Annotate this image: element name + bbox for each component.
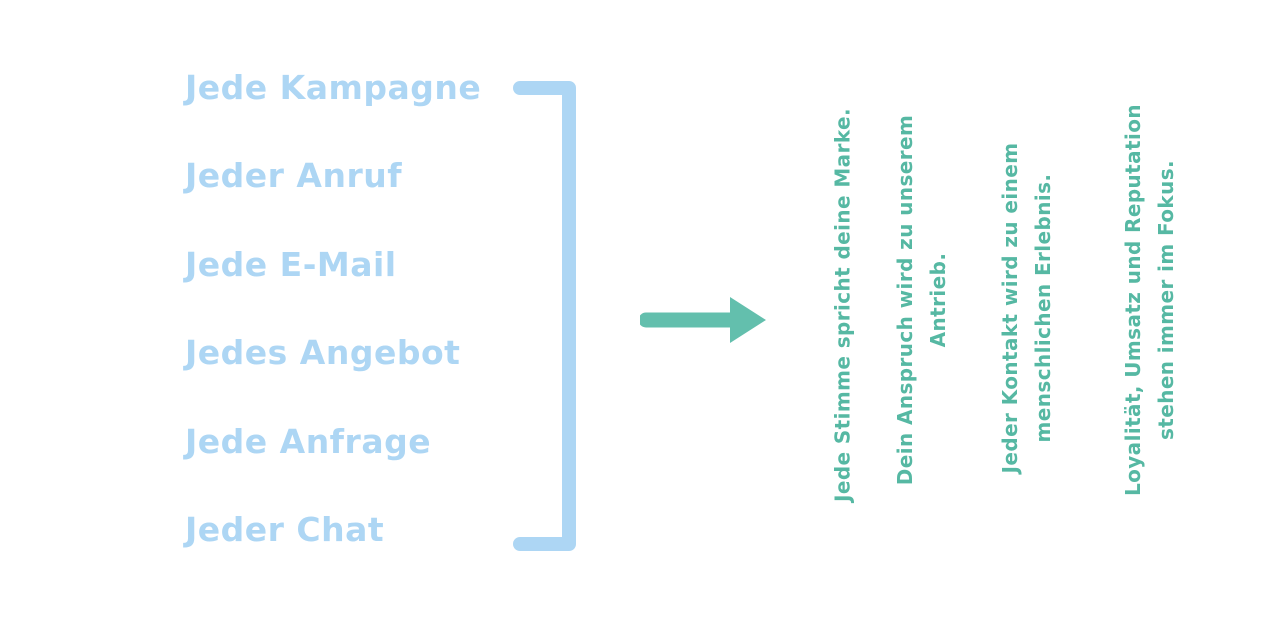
list-item-angebot: Jedes Angebot [185,333,461,373]
list-item-chat: Jeder Chat [185,510,385,550]
input-channels-list: Jede Kampagne Jeder Anruf Jede E-Mail Je… [185,43,481,574]
list-item-anruf: Jeder Anruf [185,156,403,196]
list-item-kampagne: Jede Kampagne [185,67,482,107]
outcome-text-marke: Jede Stimme spricht deine Marke. [830,108,855,502]
outcome-text-erlebnis: Jeder Kontakt wird zu einem menschlichen… [998,142,1055,474]
arrow-right-icon [640,297,766,343]
outcome-text-fokus: Loyalität, Umsatz und Reputation stehen … [1121,103,1178,497]
outcome-text-antrieb: Dein Anspruch wird zu unserem Antrieb. [893,114,950,486]
list-item-email: Jede E-Mail [185,244,397,284]
list-item-anfrage: Jede Anfrage [185,421,432,461]
bracket-icon [513,81,576,551]
